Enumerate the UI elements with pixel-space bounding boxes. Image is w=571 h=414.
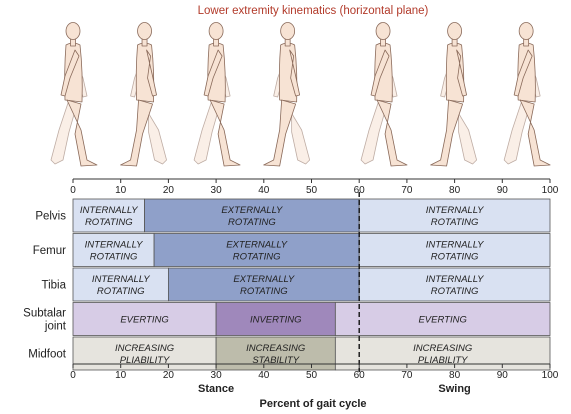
- segment-label: ROTATING: [240, 286, 288, 297]
- walking-figure: [360, 22, 408, 167]
- segment-label: ROTATING: [431, 252, 479, 263]
- segment-bar: [72, 233, 155, 267]
- tick-label: 70: [401, 185, 413, 196]
- segment-label: ROTATING: [97, 286, 145, 297]
- segment-bar: [72, 267, 169, 302]
- segment-label: INTERNALLY: [80, 205, 138, 216]
- segment-label: INTERNALLY: [426, 274, 484, 285]
- walking-figure: [263, 22, 311, 167]
- segment-label: ROTATING: [431, 286, 479, 297]
- segment-label: PLIABILITY: [418, 355, 468, 366]
- segment-label: INTERNALLY: [426, 240, 484, 251]
- tick-label: 70: [401, 370, 413, 381]
- segment-label: INCREASING: [115, 343, 174, 354]
- segment-label: ROTATING: [431, 217, 479, 228]
- row-label: Femur: [33, 245, 66, 257]
- top-axis: 0 10 20 30 40 50 60 70 80 90 100: [70, 178, 559, 196]
- segment-label: STABILITY: [252, 355, 299, 366]
- segment-label: EXTERNALLY: [221, 205, 283, 216]
- segment-label: ROTATING: [90, 252, 138, 263]
- row-label: Subtalar: [23, 308, 66, 320]
- segment-label: EXTERNALLY: [226, 240, 288, 251]
- segment-bar: [167, 267, 360, 302]
- tick-label: 10: [115, 185, 127, 196]
- tick-label: 0: [70, 370, 76, 381]
- tick-label: 0: [70, 185, 76, 196]
- walking-figures: [50, 22, 551, 167]
- phase-label-swing: Swing: [438, 383, 470, 395]
- walking-figure: [193, 22, 241, 167]
- diagram-title: Lower extremity kinematics (horizontal p…: [198, 5, 429, 17]
- walking-figure: [120, 22, 167, 167]
- segment-bar: [215, 302, 336, 336]
- walking-figure: [50, 22, 98, 167]
- tick-label: 60: [354, 370, 366, 381]
- row-label: Tibia: [42, 280, 67, 292]
- tick-label: 100: [542, 370, 559, 381]
- segment-label: EVERTING: [120, 315, 168, 326]
- phase-label-stance: Stance: [198, 383, 234, 395]
- tick-label: 10: [115, 370, 127, 381]
- segment-label: PLIABILITY: [120, 355, 170, 366]
- segment-bar: [358, 198, 551, 233]
- segment-label: INTERNALLY: [92, 274, 150, 285]
- segment-label: EVERTING: [418, 315, 466, 326]
- tick-label: 60: [354, 185, 366, 196]
- segment-label: ROTATING: [85, 217, 133, 228]
- segment-label: INCREASING: [246, 343, 305, 354]
- tick-label: 80: [449, 185, 461, 196]
- segment-bar: [358, 267, 551, 302]
- row-label: Midfoot: [28, 349, 67, 361]
- tick-label: 20: [163, 185, 175, 196]
- row-label: joint: [44, 321, 67, 333]
- segment-label: EXTERNALLY: [233, 274, 295, 285]
- segment-bar: [358, 233, 551, 267]
- segment-bar: [144, 198, 360, 233]
- tick-label: 50: [306, 370, 318, 381]
- segment-label: INVERTING: [250, 315, 302, 326]
- walking-figure: [503, 22, 551, 167]
- row-label: Pelvis: [35, 211, 66, 223]
- tick-label: 40: [258, 370, 270, 381]
- tick-label: 100: [542, 185, 559, 196]
- segment-label: INTERNALLY: [85, 240, 143, 251]
- axis-label: Percent of gait cycle: [260, 398, 367, 410]
- segment-bar: [334, 302, 551, 336]
- tick-label: 20: [163, 370, 175, 381]
- tick-label: 90: [497, 185, 509, 196]
- tick-label: 40: [258, 185, 270, 196]
- tick-label: 80: [449, 370, 461, 381]
- walking-figure: [430, 22, 478, 167]
- tick-label: 50: [306, 185, 318, 196]
- segment-label: INCREASING: [413, 343, 472, 354]
- tick-label: 30: [211, 185, 223, 196]
- segment-label: ROTATING: [228, 217, 276, 228]
- segment-bar: [72, 198, 145, 233]
- tick-label: 90: [497, 370, 509, 381]
- segment-bar: [72, 302, 217, 336]
- segment-label: INTERNALLY: [426, 205, 484, 216]
- tick-label: 30: [211, 370, 223, 381]
- segment-label: ROTATING: [233, 252, 281, 263]
